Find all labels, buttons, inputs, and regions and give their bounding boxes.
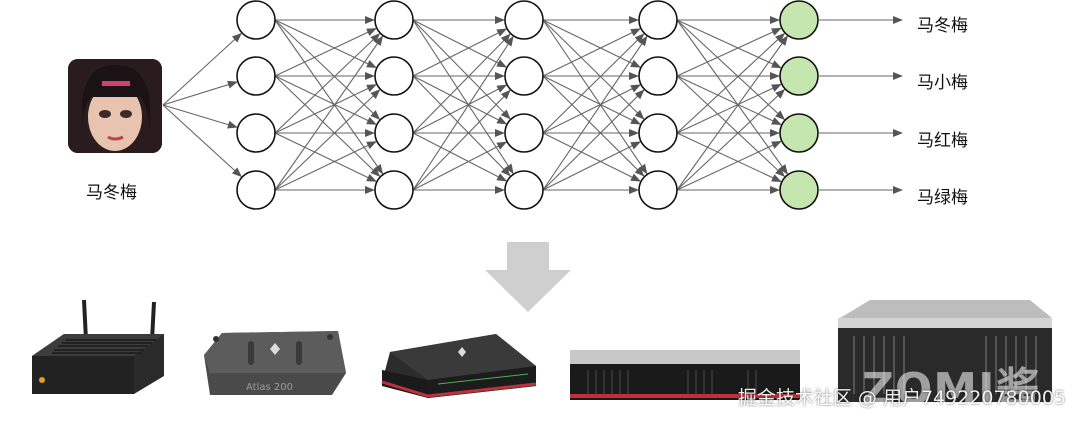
hidden-node	[236, 170, 276, 210]
neural-network-diagram	[162, 0, 903, 210]
network-edge	[676, 19, 788, 175]
network-edge	[542, 75, 641, 125]
watermark-text: 掘金技术社区 @ 用户749220780005	[737, 387, 1066, 409]
network-edge	[542, 19, 645, 120]
network-edge	[542, 28, 641, 77]
network-edge	[676, 19, 786, 121]
network-edge	[412, 75, 511, 177]
hidden-node	[374, 56, 414, 96]
edge-box-device	[32, 299, 164, 394]
network-edge	[676, 88, 786, 191]
network-edge	[542, 89, 645, 191]
network-edge	[676, 132, 782, 183]
hidden-node	[504, 113, 544, 153]
rack-server-4u-device	[838, 300, 1052, 402]
network-edge	[274, 19, 377, 68]
network-edge	[676, 75, 782, 126]
output-label-3: 马红梅	[917, 131, 968, 151]
network-edge	[274, 75, 377, 125]
network-edge	[412, 28, 508, 77]
network-edge	[274, 132, 377, 182]
network-edge	[274, 84, 377, 134]
atlas-200-device: Atlas 200	[204, 331, 346, 395]
network-edge	[274, 141, 377, 191]
network-edge	[676, 35, 788, 191]
input-portrait-image	[68, 59, 162, 153]
network-edge	[542, 84, 641, 134]
hidden-node	[374, 0, 414, 40]
output-node	[779, 113, 819, 153]
network-edge	[676, 32, 786, 134]
output-label-4: 马绿梅	[917, 188, 968, 208]
hidden-node	[638, 56, 678, 96]
network-edge	[542, 75, 645, 177]
input-edge	[162, 104, 238, 129]
network-edge	[274, 33, 381, 134]
network-edge	[676, 140, 782, 191]
network-edge	[274, 28, 377, 77]
hidden-node	[504, 170, 544, 210]
network-edge	[676, 19, 782, 69]
network-edge	[412, 89, 511, 191]
network-edge	[542, 132, 641, 182]
network-edge	[542, 141, 641, 191]
network-edge	[274, 19, 381, 120]
output-node	[779, 56, 819, 96]
hidden-node	[374, 113, 414, 153]
network-edge	[412, 19, 508, 68]
network-edge	[676, 83, 782, 134]
network-edge	[274, 35, 384, 191]
hidden-node	[374, 170, 414, 210]
inference-card-device	[381, 334, 537, 398]
network-edge	[542, 33, 645, 134]
atlas-200-text: Atlas 200	[246, 382, 293, 393]
input-edge	[162, 32, 242, 106]
hidden-node	[504, 0, 544, 40]
network-edge	[676, 27, 782, 77]
network-edge	[412, 33, 511, 134]
hidden-node	[638, 113, 678, 153]
output-label-2: 马小梅	[917, 73, 968, 93]
network-edge	[676, 75, 786, 178]
network-edge	[542, 19, 648, 175]
hidden-node	[504, 56, 544, 96]
network-edge	[412, 132, 508, 182]
network-edge	[542, 19, 641, 68]
hidden-node	[236, 56, 276, 96]
hidden-node	[638, 170, 678, 210]
hidden-node	[236, 0, 276, 40]
network-edge	[274, 75, 381, 177]
watermark-brand: ZOMI酱	[862, 364, 1041, 415]
input-edge	[162, 104, 242, 178]
network-edge	[412, 19, 514, 175]
rack-server-2u-device	[570, 350, 800, 400]
output-label-1: 马冬梅	[917, 16, 968, 36]
input-label: 马冬梅	[86, 183, 137, 203]
network-edge	[412, 19, 511, 120]
network-edge	[412, 75, 508, 125]
arrow-down-icon	[485, 242, 571, 312]
hidden-node	[236, 113, 276, 153]
network-edge	[542, 35, 648, 191]
network-edge	[274, 89, 381, 191]
output-node	[779, 0, 819, 40]
network-edge	[274, 19, 384, 175]
hidden-node	[638, 0, 678, 40]
network-edge	[412, 35, 514, 191]
output-node	[779, 170, 819, 210]
input-edge	[162, 80, 238, 106]
network-edge	[412, 141, 508, 191]
network-edge	[412, 84, 508, 134]
